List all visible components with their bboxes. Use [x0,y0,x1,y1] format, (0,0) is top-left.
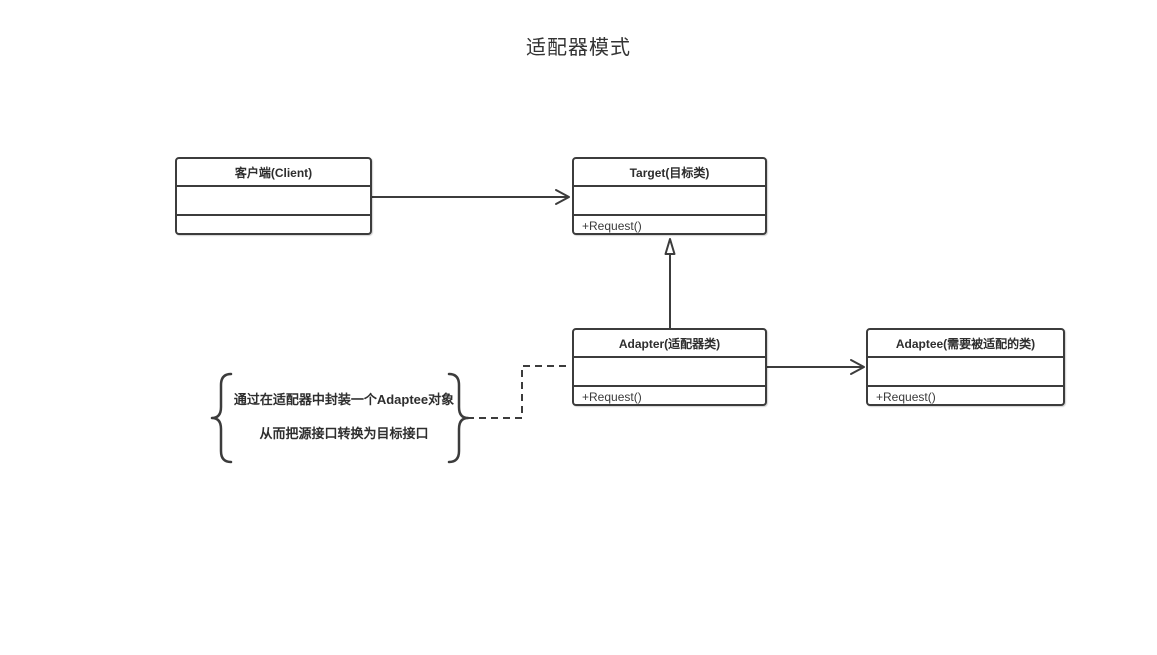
class-title-target: Target(目标类) [574,159,765,187]
class-attributes-client [177,187,370,216]
class-box-adapter: Adapter(适配器类) +Request() [572,328,767,406]
class-attributes-target [574,187,765,216]
adapter-target-hollow-triangle-arrowhead-icon [664,238,676,255]
class-methods-target: +Request() [582,218,642,233]
note-left-curly-brace-icon [210,372,233,464]
class-title-adapter: Adapter(适配器类) [574,330,765,358]
note-line-1: 通过在适配器中封装一个Adaptee对象 [233,392,455,407]
class-title-adaptee: Adaptee(需要被适配的类) [868,330,1063,358]
note-annotation: 通过在适配器中封装一个Adaptee对象 从而把源接口转换为目标接口 [233,383,455,451]
client-target-open-arrowhead-icon [555,189,570,205]
class-methods-client [177,216,370,235]
note-line-2: 从而把源接口转换为目标接口 [259,426,429,441]
class-attributes-adaptee [868,358,1063,387]
diagram-title: 适配器模式 [526,37,631,59]
class-attributes-adapter [574,358,765,387]
class-box-target: Target(目标类) +Request() [572,157,767,235]
class-methods-adaptee: +Request() [876,389,936,404]
class-title-client: 客户端(Client) [177,159,370,187]
class-methods-adapter: +Request() [582,389,642,404]
note-adapter-dashed-connector [467,365,570,419]
class-box-client: 客户端(Client) [175,157,372,235]
adapter-adaptee-open-arrowhead-icon [850,359,865,375]
class-box-adaptee: Adaptee(需要被适配的类) +Request() [866,328,1065,406]
